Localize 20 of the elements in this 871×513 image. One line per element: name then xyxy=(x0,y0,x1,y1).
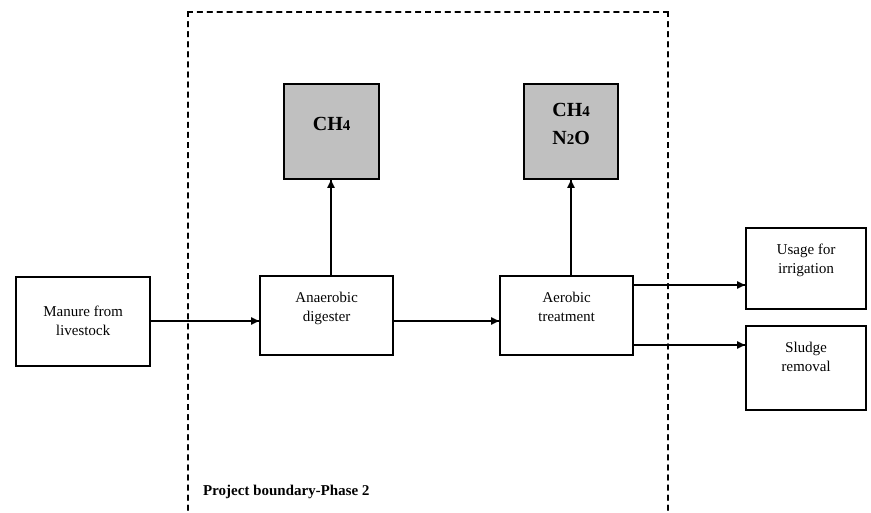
process-box xyxy=(499,275,634,356)
arrow xyxy=(327,180,335,275)
process-box xyxy=(745,325,867,411)
process-label: Usage for irrigation xyxy=(776,241,836,279)
emission-box xyxy=(523,83,619,180)
arrow xyxy=(394,317,499,325)
boundary-label: Project boundary-Phase 2 xyxy=(203,482,370,501)
project-boundary xyxy=(187,11,669,513)
arrow xyxy=(151,317,259,325)
process-label: Anaerobic digester xyxy=(294,289,359,327)
process-box xyxy=(259,275,394,356)
process-box xyxy=(745,227,867,310)
process-label: Sludge removal xyxy=(780,339,832,377)
process-box xyxy=(15,276,151,367)
process-label: Aerobic treatment xyxy=(537,289,596,327)
process-label: Manure from livestock xyxy=(42,302,124,340)
arrow xyxy=(634,281,745,289)
arrow xyxy=(634,341,745,349)
arrow xyxy=(567,180,575,275)
emission-box xyxy=(283,83,380,180)
